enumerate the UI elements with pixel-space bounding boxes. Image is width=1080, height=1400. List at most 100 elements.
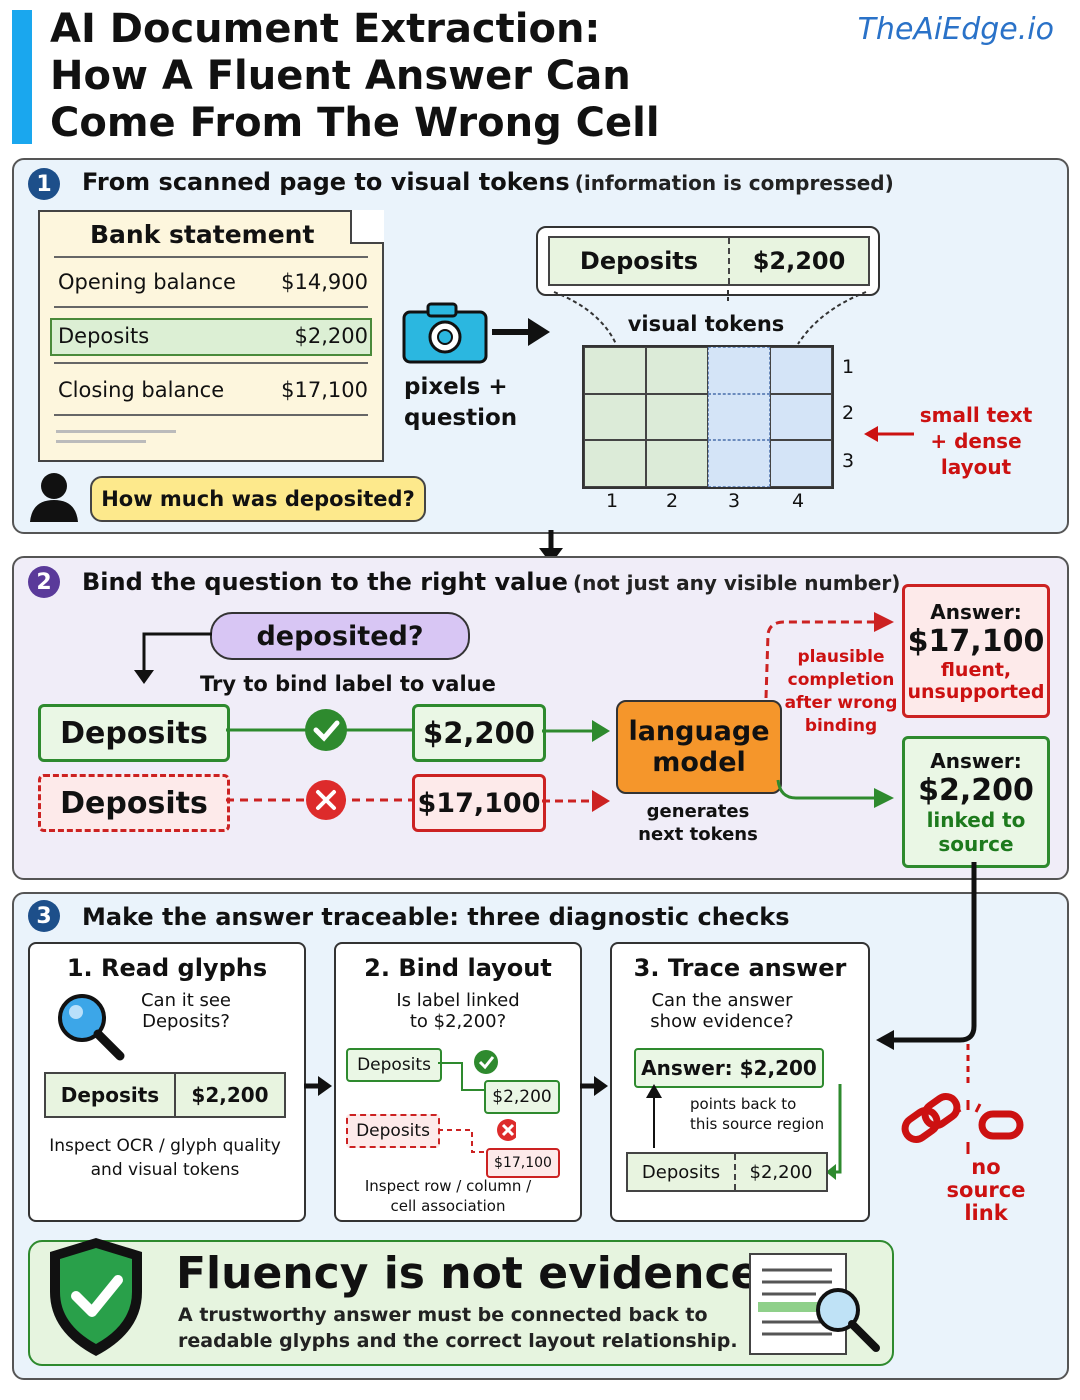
check-2-question: Is label linked to $2,200? [336, 990, 580, 1032]
question-line: Can it see [140, 990, 232, 1011]
language-model-box: language model [616, 700, 782, 794]
step-number-2: 2 [28, 566, 60, 598]
note-line: completion [787, 670, 895, 690]
caption-line: pixels + [404, 374, 508, 400]
visual-token-grid [582, 345, 834, 489]
divider [54, 362, 368, 364]
section-3-title: Make the answer traceable: three diagnos… [82, 903, 790, 931]
row-label: Opening balance [58, 270, 236, 294]
broken-link-icon [901, 1044, 1024, 1154]
correct-label-box: Deposits [38, 704, 230, 762]
grid-col-index: 3 [728, 490, 741, 512]
note-line: this source region [690, 1115, 825, 1133]
section-2-title: Bind the question to the right value [82, 568, 568, 596]
check-1-title: 1. Read glyphs [66, 954, 268, 982]
cell-value: $2,200 [749, 1161, 813, 1183]
trace-arrows [646, 1084, 842, 1180]
answer-value: $2,200 [918, 772, 1034, 808]
cell-label: Deposits [628, 1154, 736, 1190]
question-line: Deposits? [142, 1011, 230, 1032]
section-1-heading: From scanned page to visual tokens (info… [82, 168, 894, 196]
answer-note: source [938, 831, 1014, 856]
answer-title: Answer: [930, 599, 1022, 624]
model-label-line: language [628, 716, 770, 747]
caption-line: Inspect OCR / glyph quality [49, 1136, 281, 1156]
caption-line: next tokens [638, 824, 758, 845]
token-cell [646, 440, 708, 487]
subtitle-line: readable glyphs and the correct layout r… [178, 1330, 738, 1352]
model-label-line: model [652, 747, 746, 778]
grid-row-index: 3 [842, 450, 855, 472]
row-value: $14,900 [281, 270, 368, 294]
caption-line: Inspect row / column / [364, 1177, 532, 1195]
check-2-title: 2. Bind layout [364, 954, 552, 982]
grid-row-index: 1 [842, 356, 855, 378]
grid-col-index: 2 [666, 490, 679, 512]
grid-row-index: 2 [842, 402, 855, 424]
small-text-warning: small text + dense layout [914, 402, 1038, 480]
note-line: plausible [797, 647, 885, 667]
bind-caption: Try to bind label to value [200, 672, 496, 696]
trace-connector [876, 862, 977, 1050]
answer-value: $17,100 [907, 623, 1045, 659]
question-line: Can the answer [651, 990, 793, 1011]
callout-title: Fluency is not evidence [176, 1248, 761, 1299]
correct-arrow [542, 720, 610, 742]
title-line-1: AI Document Extraction: [50, 6, 601, 52]
title-line-2: How A Fluent Answer Can [50, 53, 631, 99]
answer-note: fluent, [940, 658, 1012, 681]
divider [54, 256, 368, 258]
token-cell [584, 347, 646, 394]
title-line-3: Come From The Wrong Cell [50, 100, 660, 146]
caption-line: generates [646, 801, 750, 822]
check-3-title: 3. Trace answer [633, 954, 847, 982]
fluency-callout: Fluency is not evidence A trustworthy an… [28, 1238, 894, 1366]
shield-check-icon [50, 1238, 142, 1356]
check-bind-layout-card: 2. Bind layout Is label linked to $2,200… [334, 942, 582, 1222]
warning-line: + dense [930, 429, 1022, 453]
label-line: source [946, 1178, 1026, 1202]
check-3-question: Can the answer show evidence? [612, 990, 832, 1032]
grid-col-index: 1 [606, 490, 619, 512]
step-number-3: 3 [28, 900, 60, 932]
wrong-binding-note: plausible completion after wrong binding [782, 646, 900, 738]
check-1-question: Can it see Deposits? [126, 990, 246, 1032]
callout-subtitle: A trustworthy answer must be connected b… [178, 1302, 738, 1354]
query-pill: deposited? [210, 612, 470, 660]
good-label-box: Deposits [346, 1048, 442, 1082]
model-caption: generates next tokens [616, 800, 780, 846]
section-1-subtitle: (information is compressed) [574, 171, 894, 195]
statement-title: Bank statement [90, 220, 315, 249]
source-region-cell: Deposits $2,200 [626, 1152, 828, 1192]
divider [54, 414, 368, 416]
document-magnifier-icon [749, 1253, 880, 1355]
question-bubble: How much was deposited? [90, 476, 426, 522]
pointer-note: points back to this source region [690, 1094, 860, 1134]
placeholder-line [56, 430, 176, 433]
note-line: after wrong [784, 693, 898, 713]
section-2-heading: Bind the question to the right value (no… [82, 568, 900, 596]
check-2-caption: Inspect row / column / cell association [336, 1176, 560, 1216]
token-cell [708, 347, 770, 394]
correct-binding-line [226, 709, 412, 751]
token-cell [646, 347, 708, 394]
section-2-subtitle: (not just any visible number) [572, 571, 901, 595]
caption-line: cell association [390, 1197, 506, 1215]
token-cell [584, 440, 646, 487]
warning-arrow [864, 426, 914, 442]
section-1-title: From scanned page to visual tokens [82, 168, 570, 196]
bad-value-box: $17,100 [486, 1148, 560, 1178]
step-number-1: 1 [28, 168, 60, 200]
next-arrow [580, 1076, 608, 1096]
note-line: binding [804, 716, 878, 736]
glyph-sample-cell: Deposits $2,200 [44, 1072, 286, 1118]
title-accent-bar [12, 10, 32, 144]
token-cell [584, 393, 646, 441]
page-title: AI Document Extraction: How A Fluent Ans… [50, 6, 870, 147]
label-line: no [971, 1155, 1001, 1179]
correct-value-box: $2,200 [412, 704, 546, 762]
statement-row-closing: Closing balance $17,100 [58, 378, 368, 402]
cell-label: Deposits [46, 1074, 176, 1116]
wrong-value-box: $17,100 [412, 774, 546, 832]
wrong-binding-line [226, 780, 412, 820]
